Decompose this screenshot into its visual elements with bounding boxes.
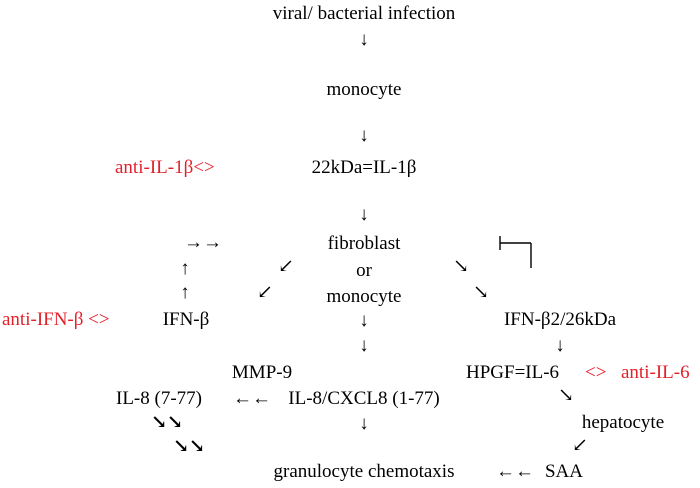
node-hpgf: HPGF=IL-6	[466, 362, 560, 383]
arrow-down-1: ↓	[359, 29, 369, 50]
node-fibroblast: fibroblast	[327, 233, 401, 254]
inhibitor-anti-ifnb: anti-IFN-β <>	[2, 309, 110, 330]
node-saa: SAA	[544, 461, 584, 482]
arrow-down-4: ↓	[359, 310, 369, 331]
arrow-down-left-3: ↙	[572, 435, 588, 456]
inhibitor-anti-il1b: anti-IL-1β<>	[115, 157, 215, 178]
arrow-up-1: ↑	[180, 258, 190, 279]
arrow-down-left-2: ↙	[257, 282, 273, 303]
node-ifnb: IFN-β	[162, 309, 210, 330]
arrow-down-5: ↓	[359, 335, 369, 356]
arrow-down-2: ↓	[359, 125, 369, 146]
arrow-left-double-1: ←←	[233, 388, 271, 409]
node-chemotaxis: granulocyte chemotaxis	[273, 461, 455, 482]
arrow-down-6: ↓	[555, 335, 565, 356]
arrow-up-2: ↑	[180, 282, 190, 303]
node-mmp9: MMP-9	[231, 362, 293, 383]
node-ifnb2: IFN-β2/26kDa	[503, 309, 617, 330]
node-il1b: 22kDa=IL-1β	[311, 157, 417, 178]
node-il8-full: IL-8/CXCL8 (1-77)	[288, 388, 440, 409]
arrow-down-right-2: ↘	[473, 282, 489, 303]
inhibitor-symbol-il6: <>	[585, 362, 607, 383]
arrow-down-right-3: ↘	[558, 385, 574, 406]
arrow-down-3: ↓	[359, 204, 369, 225]
node-il8-short: IL-8 (7-77)	[116, 388, 202, 409]
arrow-down-left-1: ↙	[278, 256, 294, 277]
inhibitor-anti-il6: anti-IL-6	[621, 362, 690, 383]
node-infection: viral/ bacterial infection	[272, 3, 456, 24]
node-monocyte: monocyte	[326, 79, 402, 100]
arrow-right-double: →→	[184, 232, 222, 253]
node-hepatocyte: hepatocyte	[581, 412, 665, 433]
node-monocyte-2: monocyte	[326, 286, 402, 307]
node-or: or	[356, 260, 372, 281]
arrow-left-double-2: ←←	[496, 461, 534, 482]
arrow-down-right-bold-2: ↘↘	[173, 436, 205, 457]
arrow-down-7: ↓	[359, 413, 369, 434]
arrow-down-right-bold-1: ↘↘	[151, 412, 183, 433]
arrow-down-right-1: ↘	[453, 256, 469, 277]
